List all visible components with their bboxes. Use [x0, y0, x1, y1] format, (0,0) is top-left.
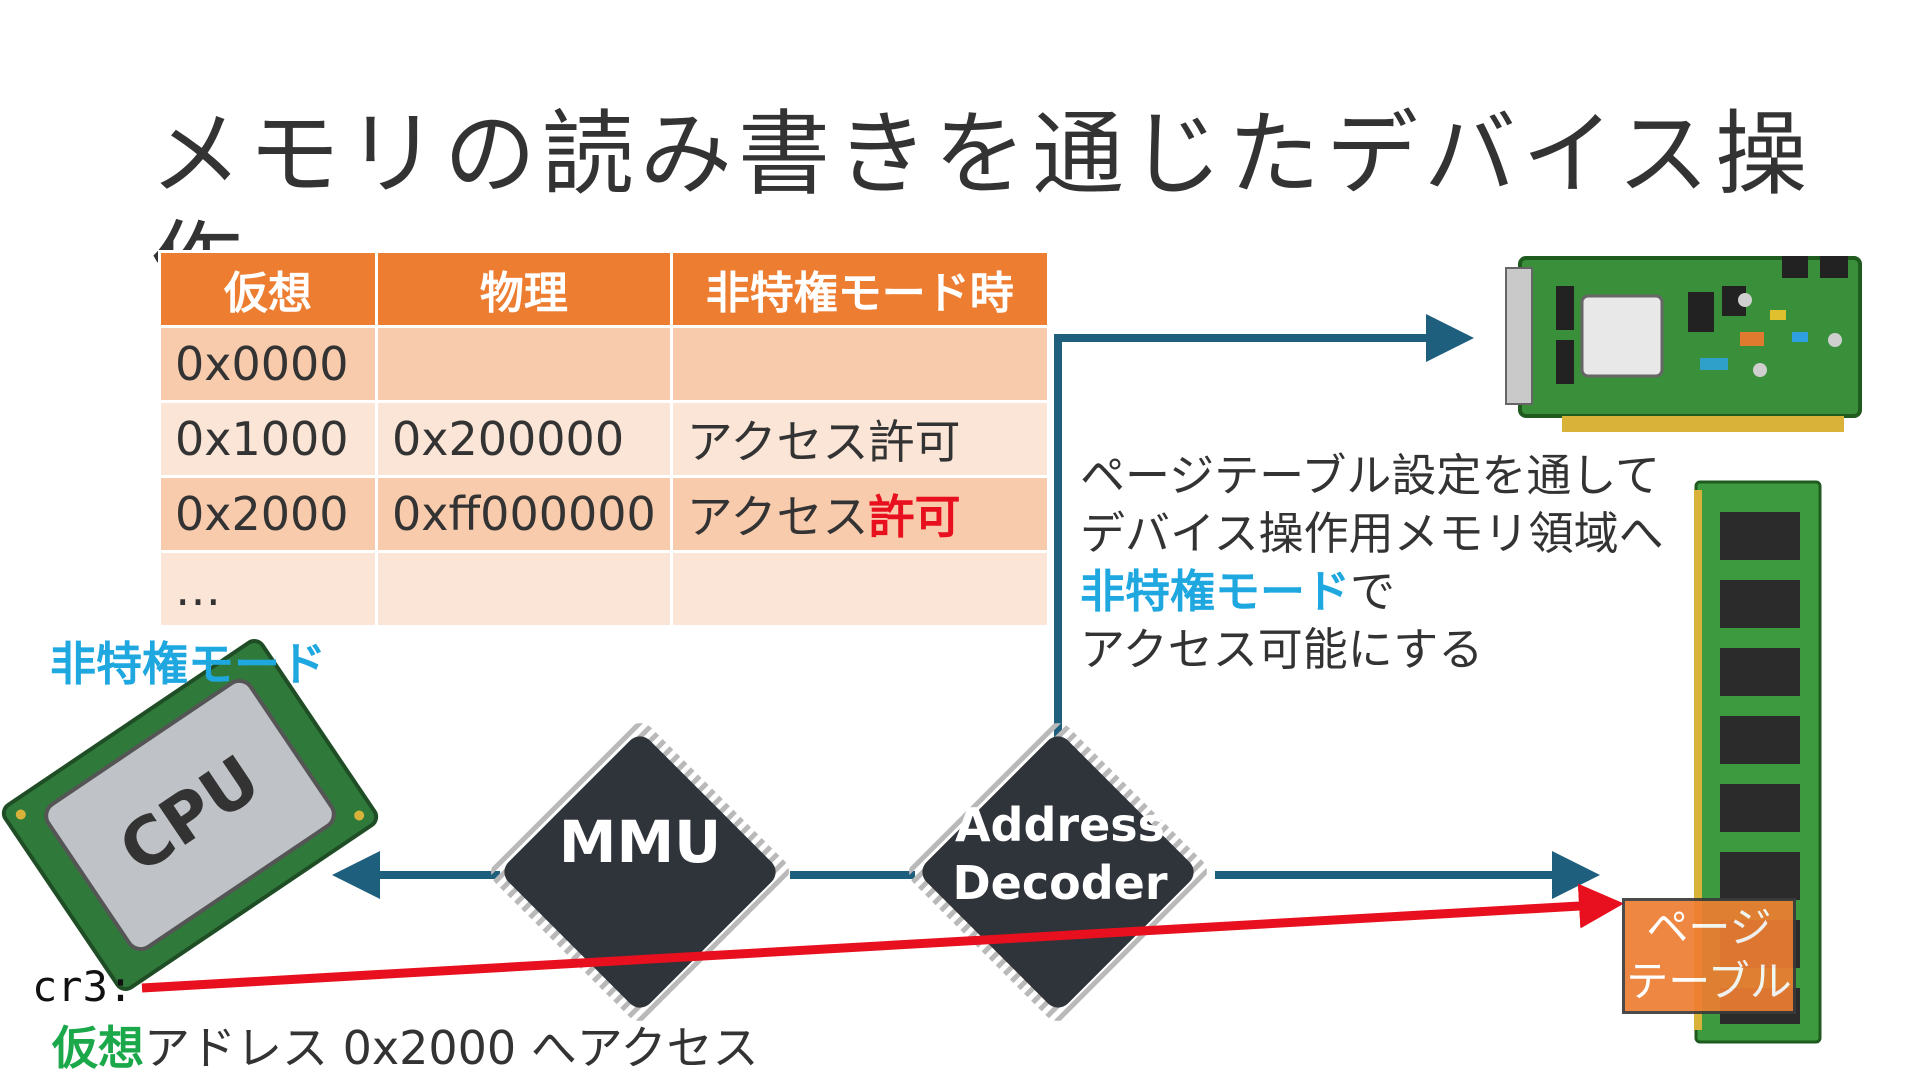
- page-table-mapping: 仮想 物理 非特権モード時 0x0000 0x1000 0x200000 アクセ…: [158, 250, 1050, 628]
- page-table-box: ページ テーブル: [1622, 898, 1796, 1014]
- cell-physical: 0x200000: [375, 400, 673, 478]
- cpu-mode-label: 非特権モード: [50, 637, 326, 691]
- cell-physical: 0xff000000: [375, 475, 673, 553]
- access-label: 仮想アドレス 0x2000 へアクセス: [52, 1012, 759, 1078]
- cell-virtual: 0x0000: [158, 325, 378, 403]
- header-virtual: 仮想: [158, 250, 378, 328]
- cpu-icon: CPU: [1, 639, 379, 991]
- page-table-line1: ページ: [1646, 903, 1772, 952]
- table-row: 0x1000 0x200000 アクセス許可: [158, 400, 1050, 478]
- arrow-to-device: [1054, 314, 1474, 765]
- annotation-text: ページテーブル設定を通して デバイス操作用メモリ領域へ 非特権モードで アクセス…: [1080, 447, 1720, 679]
- annotation-line1: ページテーブル設定を通して: [1080, 449, 1661, 502]
- cell-permission: アクセス許可: [669, 475, 1050, 553]
- access-rest: アドレス 0x2000 へアクセス: [144, 1021, 759, 1075]
- permission-text: アクセス: [686, 490, 869, 544]
- annotation-line4: アクセス可能にする: [1080, 623, 1484, 676]
- annotation-highlight: 非特権モード: [1080, 565, 1351, 618]
- cell-virtual: 0x1000: [158, 400, 378, 478]
- cell-virtual: 0x2000: [158, 475, 378, 553]
- permission-highlight: 許可: [868, 490, 961, 544]
- annotation-line2: デバイス操作用メモリ領域へ: [1080, 507, 1664, 560]
- header-physical: 物理: [375, 250, 673, 328]
- address-decoder-line2: Decoder: [952, 856, 1168, 910]
- cell-virtual: …: [158, 550, 378, 628]
- table-row: …: [158, 550, 1050, 628]
- cell-physical: [375, 550, 673, 628]
- address-decoder-line1: Address: [954, 798, 1166, 852]
- access-highlight: 仮想: [52, 1021, 144, 1075]
- cell-permission: アクセス許可: [669, 400, 1050, 478]
- page-table-line2: テーブル: [1626, 957, 1792, 1006]
- cell-permission: [669, 550, 1050, 628]
- mmu-chip-icon: [491, 723, 789, 1021]
- table-header-row: 仮想 物理 非特権モード時: [158, 250, 1050, 328]
- address-decoder-label: Address Decoder: [930, 796, 1190, 912]
- table-row: 0x2000 0xff000000 アクセス許可: [158, 475, 1050, 553]
- mmu-label: MMU: [558, 808, 722, 876]
- annotation-line3-rest: で: [1350, 565, 1396, 618]
- cell-physical: [375, 325, 673, 403]
- table-row: 0x0000: [158, 325, 1050, 403]
- header-unprivileged: 非特権モード時: [669, 250, 1050, 328]
- cr3-label: cr3:: [32, 962, 134, 1011]
- cell-permission: [669, 325, 1050, 403]
- annotation-line3: 非特権モードで: [1080, 563, 1720, 621]
- cr3-arrow: [141, 883, 1624, 993]
- network-card-icon: [1505, 256, 1862, 432]
